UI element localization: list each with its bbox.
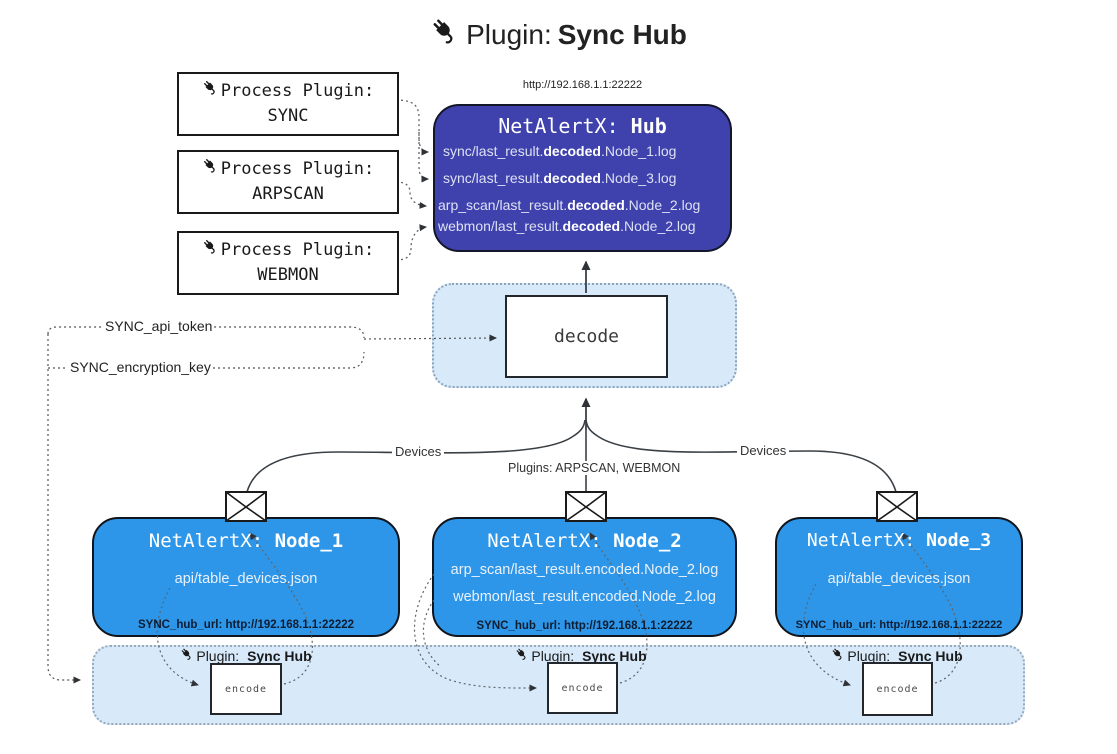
hub-title: NetAlertX: Hub	[433, 114, 732, 138]
envelope-icon	[225, 491, 267, 522]
hub-log-line: sync/last_result.decoded.Node_1.log	[443, 143, 677, 159]
title-prefix: Plugin:	[466, 18, 552, 50]
envelope-icon	[876, 491, 918, 522]
encode-box-1: encode	[210, 663, 282, 715]
process-plugin-label: Process Plugin:	[220, 81, 375, 101]
plugins-label-middle: Plugins: ARPSCAN, WEBMON	[505, 461, 684, 475]
edge-sync-to-hub1	[395, 99, 429, 156]
node2-line: webmon/last_result.encoded.Node_2.log	[453, 589, 716, 605]
process-plugin-name: SYNC	[267, 106, 309, 126]
plug-icon	[202, 238, 219, 263]
node3-line: api/table_devices.json	[827, 571, 971, 587]
config-api-token-label: SYNC_api_token	[103, 318, 215, 334]
plug-icon	[202, 79, 219, 104]
process-plugin-name: ARPSCAN	[252, 184, 324, 204]
edge-sync-to-hub2	[418, 132, 429, 183]
plug-icon	[831, 647, 845, 664]
edge-arpscan-to-hub	[395, 181, 427, 209]
hub-log-line: sync/last_result.decoded.Node_3.log	[443, 170, 677, 186]
process-plugin-arpscan: Process Plugin: ARPSCAN	[177, 150, 399, 214]
page-title: Plugin: Sync Hub	[0, 16, 1117, 53]
hub-box	[433, 104, 732, 252]
process-plugin-webmon: Process Plugin: WEBMON	[177, 231, 399, 295]
envelope-icon	[565, 491, 607, 522]
plug-icon	[180, 647, 194, 664]
process-plugin-label: Process Plugin:	[220, 159, 375, 179]
plug-icon	[515, 647, 529, 664]
hub-title-name: Hub	[630, 114, 667, 138]
config-encryption-key-label: SYNC_encryption_key	[68, 359, 213, 375]
process-plugin-label: Process Plugin:	[220, 240, 375, 260]
node3-hub-url: SYNC_hub_url: http://192.168.1.1:22222	[795, 619, 1003, 631]
node1-hub-url: SYNC_hub_url: http://192.168.1.1:22222	[137, 619, 355, 631]
hub-title-prefix: NetAlertX:	[498, 114, 619, 138]
hub-log-line: webmon/last_result.decoded.Node_2.log	[438, 218, 696, 234]
encode-box-3: encode	[862, 662, 933, 716]
node2-hub-url: SYNC_hub_url: http://192.168.1.1:22222	[476, 620, 693, 632]
edge-webmon-to-hub	[395, 224, 427, 261]
process-plugin-name: WEBMON	[257, 265, 319, 285]
node3-title: NetAlertX: Node_3	[806, 530, 992, 551]
hub-url: http://192.168.1.1:22222	[522, 79, 643, 91]
decode-box: decode	[505, 295, 668, 378]
hub-log-line: arp_scan/last_result.decoded.Node_2.log	[438, 197, 701, 213]
node2-title: NetAlertX: Node_2	[487, 530, 682, 552]
process-plugin-sync: Process Plugin: SYNC	[177, 72, 399, 136]
node1-box	[92, 517, 400, 637]
node2-line: arp_scan/last_result.encoded.Node_2.log	[450, 562, 719, 578]
title-name: Sync Hub	[557, 18, 687, 50]
band-plugin-label-1: Plugin: Sync Hub	[146, 647, 346, 664]
encode-box-2: encode	[547, 662, 618, 714]
edge-config-to-band	[47, 334, 81, 684]
plug-icon	[202, 157, 219, 182]
devices-label-right: Devices	[737, 443, 790, 458]
node1-title: NetAlertX: Node_1	[148, 530, 344, 552]
node1-line: api/table_devices.json	[174, 571, 318, 587]
plug-icon	[430, 16, 460, 53]
devices-label-left: Devices	[392, 444, 445, 459]
